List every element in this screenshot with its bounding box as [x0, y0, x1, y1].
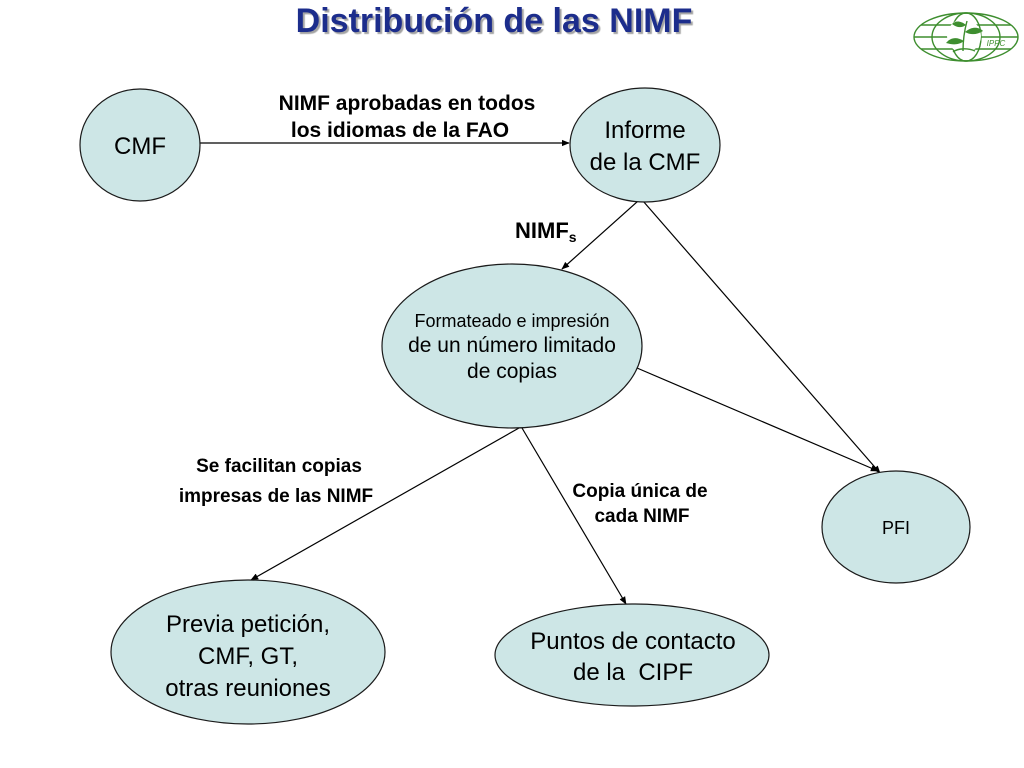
node-cmf: CMF [79, 88, 201, 202]
edge-label-subscript: s [569, 229, 577, 245]
node-shape [110, 579, 386, 725]
node-label-line: Formateado e impresión [414, 311, 609, 331]
node-shape [79, 88, 201, 202]
node-shape [494, 603, 770, 707]
edge-label-line: NIMF aprobadas en todos [279, 92, 536, 115]
node-formateado: Formateado e impresión de un número limi… [381, 263, 643, 429]
edge-label-cmf-to-informe: NIMF aprobadas en todos los idiomas de l… [279, 92, 536, 142]
slide-title: Distribución de las NIMF [295, 2, 693, 40]
node-informe: Informe de la CMF [569, 87, 721, 203]
edge-label-line: impresas de las NIMF [179, 486, 373, 507]
node-shape [381, 263, 643, 429]
edge-formateado-to-pfi [636, 367, 879, 472]
edge-label-main: NIMF [515, 218, 569, 243]
node-label-line: Previa petición, [166, 611, 330, 638]
node-label: PFI [882, 518, 910, 538]
edge-label-formateado-to-puntos: Copia única de cada NIMF [572, 481, 707, 527]
edge-informe-to-formateado [561, 200, 639, 270]
edge-informe-to-pfi [642, 200, 881, 474]
node-label: CMF [114, 133, 166, 160]
node-label-line: de un número limitado [408, 334, 616, 357]
edge-label-line: Copia única de [572, 481, 707, 502]
edge-label-formateado-to-previa: Se facilitan copias impresas de las NIMF [179, 456, 373, 507]
logo-plant-icon [946, 20, 983, 53]
node-label-line: Puntos de contacto [530, 628, 735, 655]
edge-label-informe-to-formateado: NIMFs [515, 218, 577, 245]
node-label-line: otras reuniones [165, 675, 330, 702]
ippc-logo-icon: IPPC [913, 12, 1019, 62]
edge-label-line: los idiomas de la FAO [291, 119, 509, 142]
node-label-line: de copias [467, 360, 557, 383]
node-label-line: Informe [604, 117, 685, 144]
edge-formateado-to-puntos [521, 427, 627, 605]
node-shape [821, 470, 971, 584]
node-pfi: PFI [821, 470, 971, 584]
node-previa: Previa petición, CMF, GT, otras reunione… [110, 579, 386, 725]
logo-text: IPPC [987, 39, 1006, 48]
edge-label-line: cada NIMF [594, 506, 689, 527]
edge-formateado-to-previa [250, 427, 520, 581]
node-puntos: Puntos de contacto de la CIPF [494, 603, 770, 707]
node-label-line: CMF, GT, [198, 643, 298, 670]
edge-label-line: Se facilitan copias [196, 456, 362, 477]
node-label-line: de la CMF [590, 149, 701, 176]
edges [200, 139, 881, 605]
node-label-line: de la CIPF [573, 659, 693, 686]
node-shape [569, 87, 721, 203]
